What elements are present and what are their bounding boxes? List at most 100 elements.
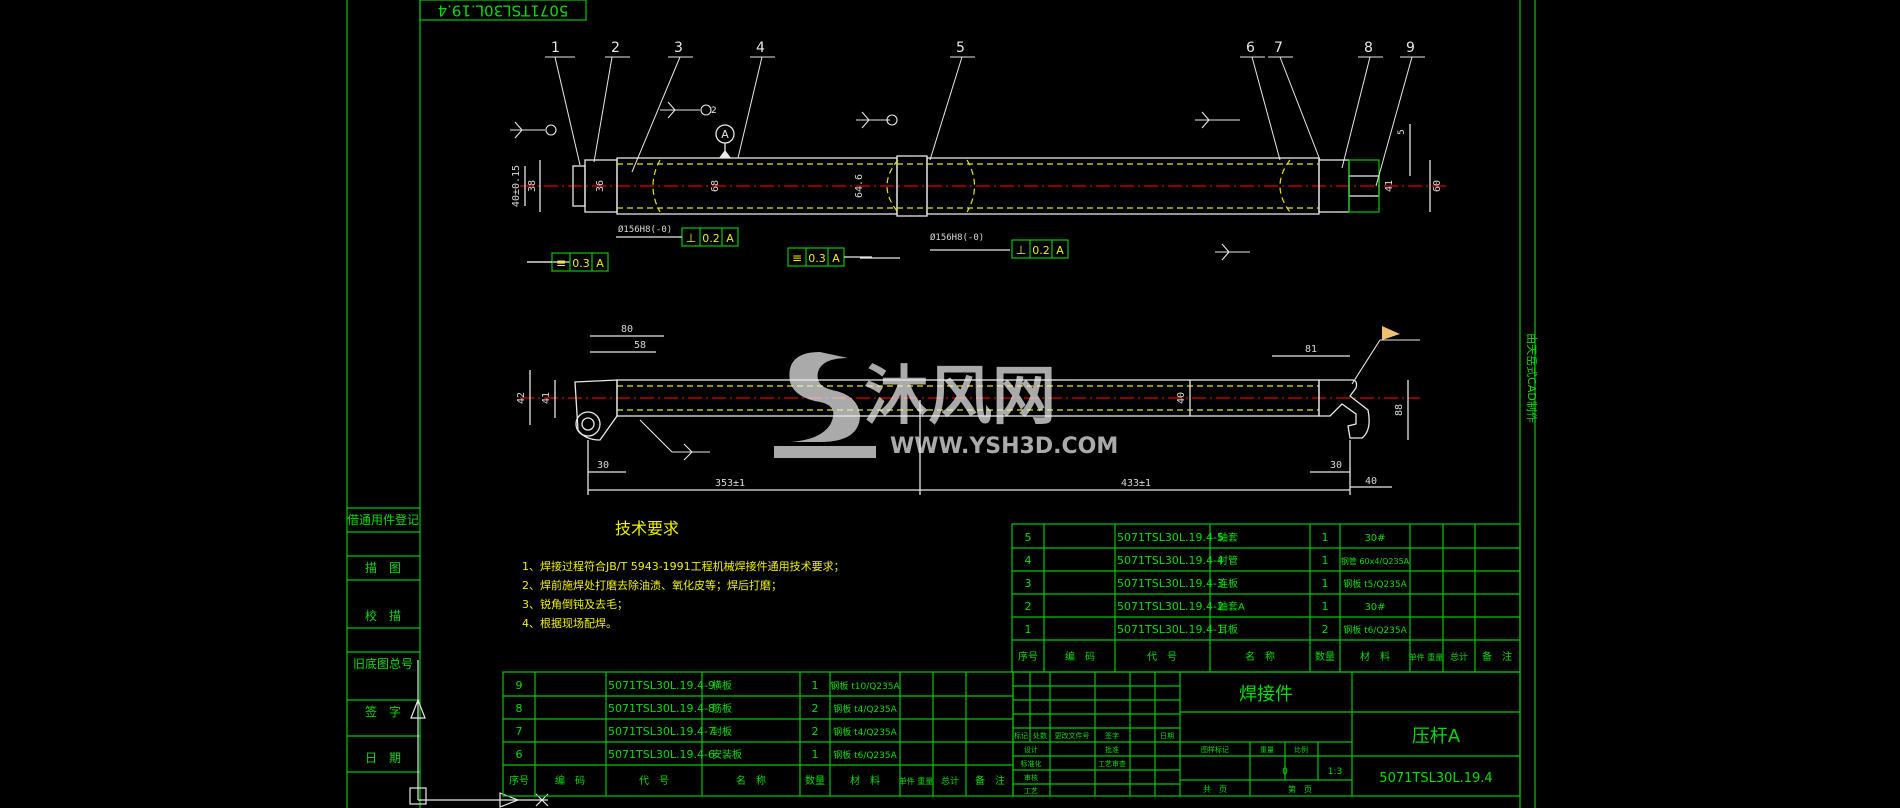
bom-l-h7: 总计 bbox=[941, 775, 959, 787]
tb-label-6: 标准化 bbox=[1021, 759, 1042, 768]
bom-r-h6: 单件 重量 bbox=[1409, 652, 1444, 662]
left-label-4: 签 字 bbox=[365, 704, 401, 719]
bom-l-row3-code: 5071TSL30L.19.4-6 bbox=[608, 748, 715, 761]
bom-l-row0-qty: 1 bbox=[812, 679, 819, 692]
watermark-logo-icon bbox=[774, 352, 876, 458]
tb-label-11: 图样标记 bbox=[1201, 745, 1229, 754]
gt-frame-2 bbox=[1011, 239, 1069, 259]
left-label-0: 借通用件登记 bbox=[347, 512, 419, 527]
tb-label-3: 签字 bbox=[1105, 731, 1119, 740]
tb-weight: 0 bbox=[1282, 767, 1288, 777]
bom-l-row1-mat: 钢板 t4/Q235A bbox=[833, 703, 897, 715]
bom-r-h7: 总计 bbox=[1450, 651, 1468, 663]
tb-label-7: 审核 bbox=[1024, 773, 1038, 782]
gt-frame-4 bbox=[787, 247, 872, 267]
tb-label-12: 重量 bbox=[1260, 746, 1274, 754]
gt-frame-3 bbox=[527, 252, 609, 272]
bom-r-row2-code: 5071TSL30L.19.4-3 bbox=[1117, 577, 1224, 590]
gt4-symbol: ≡ bbox=[792, 251, 802, 265]
bom-r-row4-mat: 钢板 t6/Q235A bbox=[1343, 624, 1407, 636]
gt-frame-1 bbox=[616, 227, 739, 247]
bom-r-row1-mat: 钢管 60x4/Q235A bbox=[1341, 556, 1410, 566]
dim-top-0: 40±0.15 bbox=[511, 165, 522, 207]
bom-l-h5: 材 料 bbox=[850, 774, 880, 787]
tb-label-15: 第 页 bbox=[1288, 784, 1312, 794]
gt4-value: 0.3 bbox=[808, 252, 826, 265]
gt3-datum: A bbox=[596, 257, 604, 270]
bom-r-row4-name: 耳板 bbox=[1218, 623, 1238, 636]
bom-r-row3-qty: 1 bbox=[1322, 600, 1329, 613]
tb-label-13: 比例 bbox=[1294, 745, 1308, 754]
dim-bottom-8: 40 bbox=[1365, 476, 1377, 487]
bom-r-row4-code: 5071TSL30L.19.4-1 bbox=[1117, 623, 1224, 636]
bom-l-row1-name: 筋板 bbox=[712, 702, 732, 715]
balloon-5: 5 bbox=[956, 40, 965, 56]
tb-label-4: 日期 bbox=[1160, 732, 1174, 740]
bom-l-h2: 代 号 bbox=[639, 775, 669, 787]
bom-l-row1-no: 8 bbox=[516, 702, 523, 715]
datum-a-label: A bbox=[721, 128, 729, 141]
bom-r-h0: 序号 bbox=[1018, 650, 1038, 663]
gt1-datum: A bbox=[726, 232, 734, 245]
dim-bottom-2: 81 bbox=[1305, 344, 1317, 355]
bom-l-h3: 名 称 bbox=[736, 774, 766, 787]
watermark-url: WWW.YSH3D.COM bbox=[890, 434, 1118, 459]
tb-label-10: 工艺审查 bbox=[1098, 759, 1126, 768]
balloon-1: 1 bbox=[551, 40, 560, 56]
bom-l-row2-code: 5071TSL30L.19.4-7 bbox=[608, 725, 715, 738]
tb-label-2: 更改文件号 bbox=[1055, 731, 1090, 740]
bom-r-row2-no: 3 bbox=[1025, 577, 1032, 590]
bom-r-row0-name: 轴套 bbox=[1218, 531, 1238, 544]
left-label-1: 描 图 bbox=[365, 561, 401, 575]
bom-r-h4: 数量 bbox=[1315, 650, 1335, 663]
rotated-title-box-text: 5071TSL30L.19.4 bbox=[438, 2, 569, 20]
bom-r-h5: 材 料 bbox=[1360, 650, 1390, 663]
bom-r-row2-mat: 钢板 t5/Q235A bbox=[1343, 578, 1407, 590]
bom-r-h1: 编 码 bbox=[1065, 650, 1095, 663]
balloon-leaders-top bbox=[545, 56, 1425, 187]
bom-l-row3-name: 安装板 bbox=[712, 748, 742, 761]
bom-r-row3-no: 2 bbox=[1025, 600, 1032, 613]
bom-l-row3-qty: 1 bbox=[812, 748, 819, 761]
drawing-number: 5071TSL30L.19.4 bbox=[1379, 771, 1492, 786]
balloon-8: 8 bbox=[1364, 40, 1373, 56]
bom-l-row2-qty: 2 bbox=[812, 725, 819, 738]
gt1-symbol: ⊥ bbox=[686, 231, 696, 245]
left-column bbox=[347, 507, 420, 773]
bom-r-row4-no: 1 bbox=[1025, 623, 1032, 636]
gt3-value: 0.3 bbox=[572, 257, 590, 270]
bom-r-row3-mat: 30# bbox=[1364, 602, 1385, 613]
tb-label-14: 共 页 bbox=[1203, 785, 1227, 794]
dim-bottom-11: 433±1 bbox=[1121, 478, 1151, 489]
tb-label-1: 处数 bbox=[1033, 731, 1047, 740]
bom-left-grid bbox=[502, 671, 1014, 797]
tb-label-9: 批准 bbox=[1105, 745, 1119, 754]
top-shaft-view bbox=[520, 124, 1450, 263]
bom-r-h8: 备 注 bbox=[1482, 650, 1512, 663]
balloon-3: 3 bbox=[674, 40, 683, 56]
tech-req-3: 3、锐角倒钝及去毛； bbox=[522, 597, 628, 611]
gt2-datum: A bbox=[1056, 244, 1064, 257]
bom-l-h1: 编 码 bbox=[555, 774, 585, 787]
bottom-side-view bbox=[520, 335, 1420, 495]
tech-req-title: 技术要求 bbox=[615, 519, 679, 538]
bom-r-row4-qty: 2 bbox=[1322, 623, 1329, 636]
weld-symbols-bottom bbox=[639, 339, 1420, 461]
bom-r-row1-name: 衬管 bbox=[1218, 554, 1238, 567]
weld-symbols-top bbox=[510, 101, 1250, 261]
bom-l-h4: 数量 bbox=[805, 774, 825, 787]
gt3-symbol: ≡ bbox=[556, 256, 566, 270]
tech-req-1: 1、焊接过程符合JB/T 5943-1991工程机械焊接件通用技术要求； bbox=[522, 559, 845, 573]
bom-r-row0-qty: 1 bbox=[1322, 531, 1329, 544]
balloon-9: 9 bbox=[1406, 40, 1415, 56]
bom-r-h2: 代 号 bbox=[1147, 651, 1177, 663]
dim-bottom-3: 42 bbox=[516, 392, 527, 404]
gt2-value: 0.2 bbox=[1032, 244, 1050, 257]
bom-r-row0-code: 5071TSL30L.19.4-5 bbox=[1117, 531, 1224, 544]
tb-label-8: 工艺 bbox=[1024, 787, 1038, 795]
tb-label-0: 标记 bbox=[1014, 731, 1028, 740]
left-label-5: 日 期 bbox=[365, 751, 401, 765]
gt2-symbol: ⊥ bbox=[1016, 243, 1026, 257]
tech-req-4: 4、根据现场配焊。 bbox=[522, 616, 617, 630]
tb-scale: 1:3 bbox=[1328, 767, 1342, 777]
